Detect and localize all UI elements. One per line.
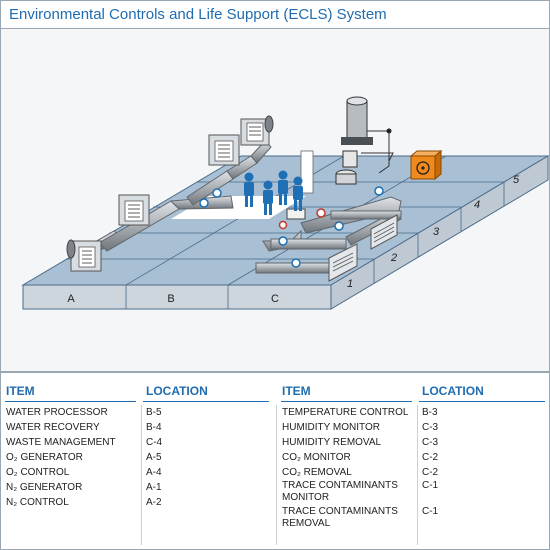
diagram-svg: A B C 1 2 3 4 5 [21,96,550,310]
left-item-header-rule [5,401,136,402]
ecls-diagram: A B C 1 2 3 4 5 [1,29,550,371]
valve-icon [212,188,222,198]
right-item-column: TEMPERATURE CONTROL HUMIDITY MONITOR HUMID… [282,405,416,532]
shower-panel [300,150,314,194]
right-location-header-rule [419,401,545,402]
left-location-header: LOCATION [146,384,208,398]
biohazard-icon [409,149,443,181]
table-item-cell: WATER RECOVERY [6,422,100,433]
valve-icon [334,221,344,231]
front-label-b: B [167,293,174,305]
left-item-header: ITEM [6,384,35,398]
o2-unit [208,134,240,166]
left-column-separator [141,405,142,545]
table-item-cell: CO₂ MONITOR [282,452,351,463]
platform-side-face [330,155,549,310]
valve-icon [291,258,301,268]
side-label-1: 1 [347,278,353,290]
pipe-run-right [255,196,402,274]
table-item-cell: O₂ CONTROL [6,467,70,478]
crew-member-icon [278,170,288,205]
side-label-5: 5 [513,174,520,186]
title-divider [1,28,549,29]
crew-member-icon [293,176,303,211]
table-location-cell: A-5 [146,452,162,463]
table-item-cell: CO₂ REMOVAL [282,467,352,478]
b-zone-unit [118,194,150,226]
table-item-cell: N₂ GENERATOR [6,482,83,493]
crew-member-icon [244,172,254,207]
table-location-cell: B-3 [422,407,438,418]
table-item-cell: WASTE MANAGEMENT [6,437,116,448]
table-separator [276,405,277,545]
waste-management [335,150,358,185]
right-item-header-rule [281,401,412,402]
valve-icon [374,186,384,196]
table-location-cell: A-1 [146,482,162,493]
table-item-cell: WATER PROCESSOR [6,407,108,418]
table-item-cell: N₂ CONTROL [6,497,69,508]
table-location-cell: C-3 [422,437,439,448]
left-item-column: WATER PROCESSOR WATER RECOVERY WASTE MANAG… [6,405,138,510]
table-item-cell: HUMIDITY MONITOR [282,422,380,433]
valve-icon [316,208,326,218]
table-location-cell: C-2 [422,452,439,463]
table-location-cell: A-2 [146,497,162,508]
table-item-cell: TRACE CONTAMINANTS REMOVAL [282,506,398,529]
side-label-3: 3 [433,226,440,238]
table-location-cell: C-1 [422,506,439,517]
table-location-cell: C-2 [422,467,439,478]
valve-icon [199,198,209,208]
table-item-cell: TEMPERATURE CONTROL [282,407,409,418]
table-item-cell: HUMIDITY REMOVAL [282,437,382,448]
o2-control-unit [240,115,274,146]
table-location-cell: C-3 [422,422,439,433]
air-unit-icon [328,243,358,282]
table-location-cell: C-4 [146,437,163,448]
crew-member-icon [263,180,273,215]
front-label-a: A [67,293,75,305]
figure-title: Environmental Controls and Life Support … [9,6,387,23]
table-location-cell: A-4 [146,467,162,478]
water-processor [341,96,392,145]
front-label-c: C [271,293,279,305]
air-unit-icon [370,214,398,250]
valve-icon [278,220,288,230]
table-location-cell: B-4 [146,422,162,433]
signal-lines [361,131,394,174]
side-label-2: 2 [390,252,397,264]
n2-unit [66,239,102,272]
valve-icon [278,236,288,246]
table-item-cell: TRACE CONTAMINANTS MONITOR [282,480,398,503]
table-location-cell: C-1 [422,480,439,491]
side-label-4: 4 [474,199,480,211]
table-item-cell: O₂ GENERATOR [6,452,83,463]
table-location-cell: B-5 [146,407,162,418]
right-item-header: ITEM [282,384,311,398]
right-location-header: LOCATION [422,384,484,398]
tables-divider [1,371,549,373]
left-location-header-rule [143,401,269,402]
right-column-separator [417,405,418,545]
